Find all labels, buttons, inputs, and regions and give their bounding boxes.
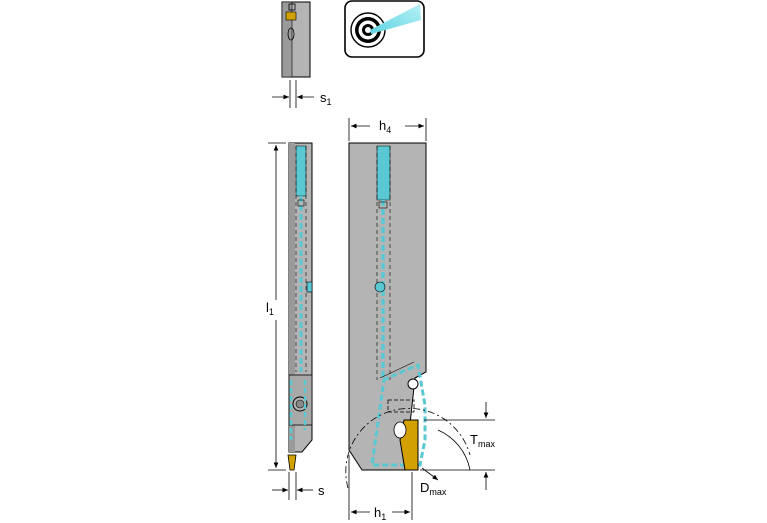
- side-view: [268, 142, 313, 500]
- dim-l1-label: l1: [266, 300, 274, 317]
- dim-s-label: s: [318, 483, 325, 498]
- front-view: [345, 118, 495, 520]
- dim-h4-label: h4: [379, 118, 391, 135]
- dim-h1-label: h1: [374, 505, 386, 522]
- dim-s1-label: s1: [320, 90, 332, 107]
- dim-dmax-label: Dmax: [420, 480, 447, 497]
- dim-tmax-label: Tmax: [470, 432, 495, 449]
- internal-coolant-icon: [344, 0, 425, 58]
- top-end-view: [272, 1, 314, 108]
